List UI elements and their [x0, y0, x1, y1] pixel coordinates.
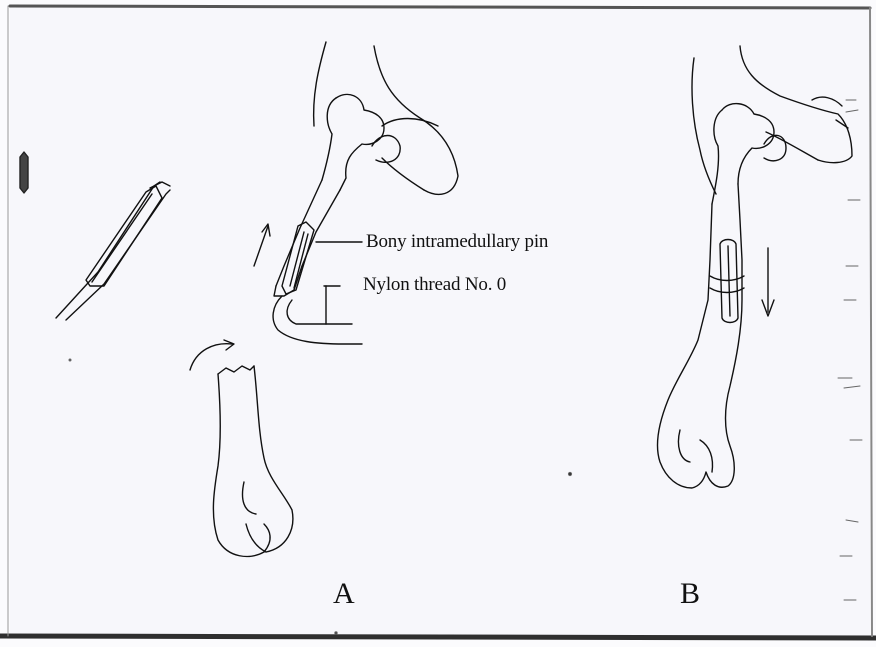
label-bony-intramedullary-pin: Bony intramedullary pin	[366, 231, 548, 253]
scan-mark	[20, 152, 28, 193]
panel-a-leader-lines	[316, 242, 362, 286]
panel-a-proximal-femur	[274, 94, 384, 296]
panel-b-down-arrow	[762, 248, 774, 316]
panel-a-distal-femur	[213, 366, 292, 556]
scan-specks	[69, 100, 862, 634]
panel-b-femur	[658, 104, 774, 488]
panel-a-pelvis	[314, 42, 458, 194]
scan-edges	[0, 6, 876, 638]
panel-label-a: A	[333, 577, 355, 611]
label-nylon-thread: Nylon thread No. 0	[363, 274, 506, 296]
loose-pin-illustration	[56, 182, 170, 320]
panel-b-pin	[720, 240, 738, 323]
panel-a-rotation-arrow	[190, 340, 234, 370]
panel-a-up-arrow	[254, 224, 270, 266]
panel-label-b: B	[680, 577, 700, 611]
